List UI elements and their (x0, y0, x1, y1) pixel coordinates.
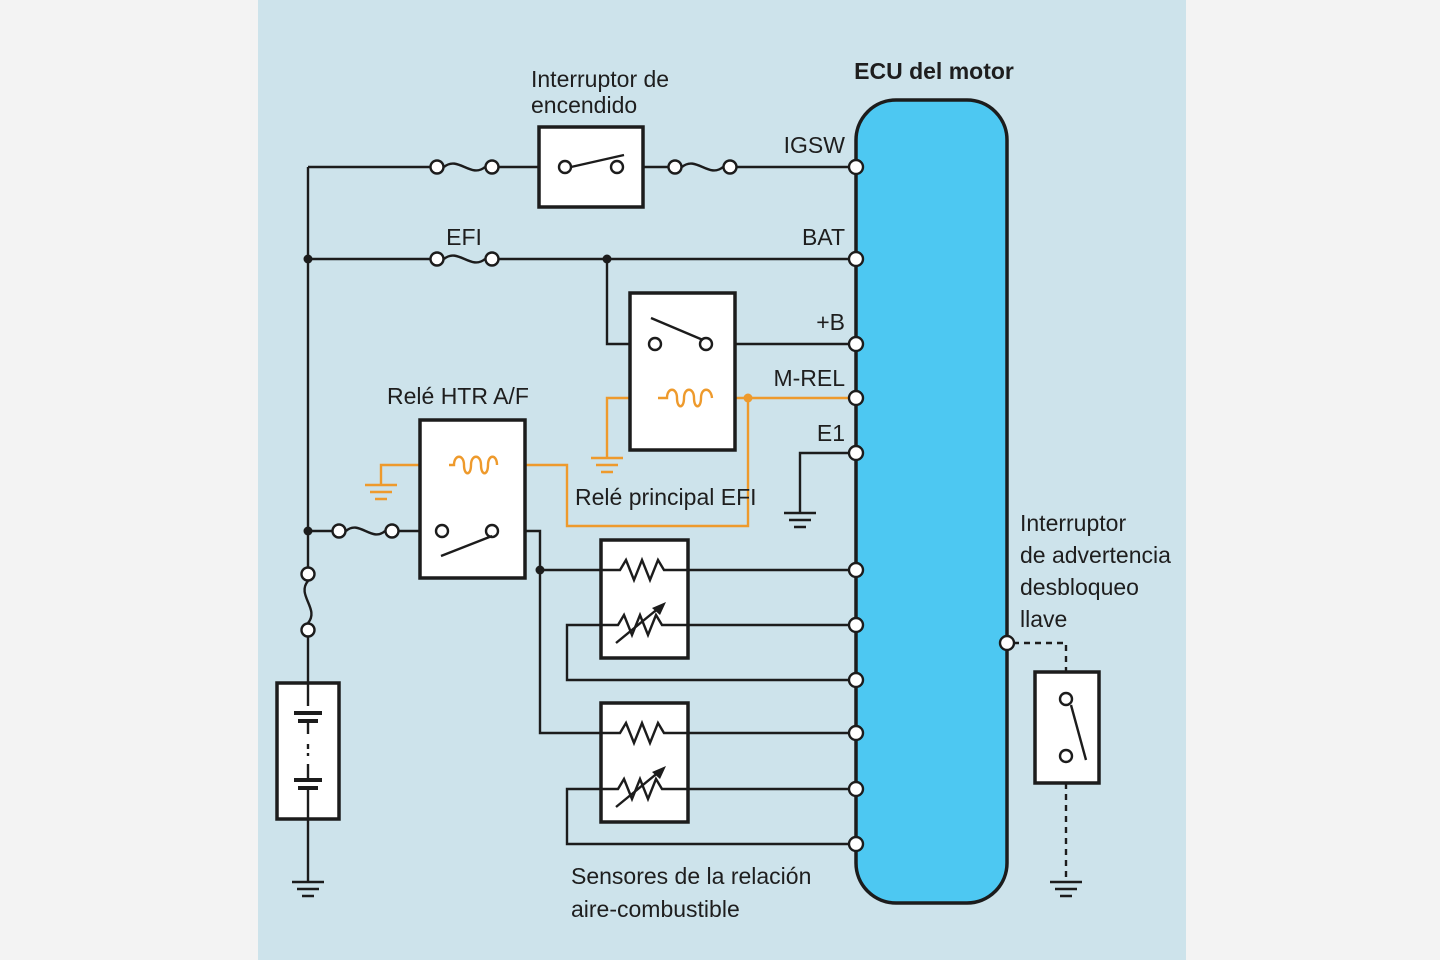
ground-e1 (784, 511, 816, 529)
fuse-igsw-left (429, 159, 500, 175)
warning-switch-label-1: Interruptor (1020, 510, 1126, 536)
pin-m-rel (847, 389, 865, 407)
fuse-efi (429, 251, 500, 267)
pin-sensor1-heater (847, 561, 865, 579)
pin-igsw (847, 158, 865, 176)
pin-plus-b (847, 335, 865, 353)
ecu-title: ECU del motor (854, 58, 1014, 84)
pin-label-plus-b: +B (816, 309, 845, 335)
junction-dots (303, 254, 753, 575)
pin-e1 (847, 444, 865, 462)
ecu-terminals (847, 158, 1016, 853)
warning-switch-label-3: desbloqueo (1020, 574, 1139, 600)
diagram-panel (258, 0, 1186, 960)
af-sensor-1 (599, 538, 690, 660)
pin-bat (847, 250, 865, 268)
fuse-htr (331, 523, 400, 539)
pin-sensor2-b (847, 835, 865, 853)
ground-htr-relay-coil (365, 483, 397, 501)
pin-label-igsw: IGSW (784, 132, 846, 158)
efi-main-relay-label: Relé principal EFI (575, 484, 757, 510)
efi-main-relay (628, 291, 737, 452)
fuse-igsw-right (667, 159, 738, 175)
ground-warning-switch (1050, 880, 1082, 898)
ground-efi-relay-coil (591, 456, 623, 474)
pin-key-warning (998, 634, 1016, 652)
sensors-label-1: Sensores de la relación (571, 863, 811, 889)
htr-af-relay (418, 418, 527, 580)
pin-label-bat: BAT (802, 224, 845, 250)
fuse-main (300, 566, 316, 638)
warning-switch-label-4: llave (1020, 606, 1067, 632)
pin-sensor2-a (847, 780, 865, 798)
key-warning-switch (1013, 641, 1101, 882)
pin-sensor1-a (847, 616, 865, 634)
af-sensor-2 (599, 701, 690, 824)
pin-sensor1-b (847, 671, 865, 689)
ignition-switch (537, 125, 645, 209)
ignition-switch-label-2: encendido (531, 92, 637, 118)
htr-af-relay-label: Relé HTR A/F (387, 383, 529, 409)
efi-fuse-label: EFI (446, 224, 482, 250)
pin-label-e1: E1 (817, 420, 845, 446)
warning-switch-label-2: de advertencia (1020, 542, 1171, 568)
sensors-label-2: aire-combustible (571, 896, 740, 922)
pin-sensor2-heater (847, 724, 865, 742)
ecu-body (854, 98, 1009, 905)
battery (275, 681, 341, 821)
ground-battery (292, 880, 324, 898)
ignition-switch-label-1: Interruptor de (531, 66, 669, 92)
pin-label-m-rel: M-REL (773, 365, 845, 391)
